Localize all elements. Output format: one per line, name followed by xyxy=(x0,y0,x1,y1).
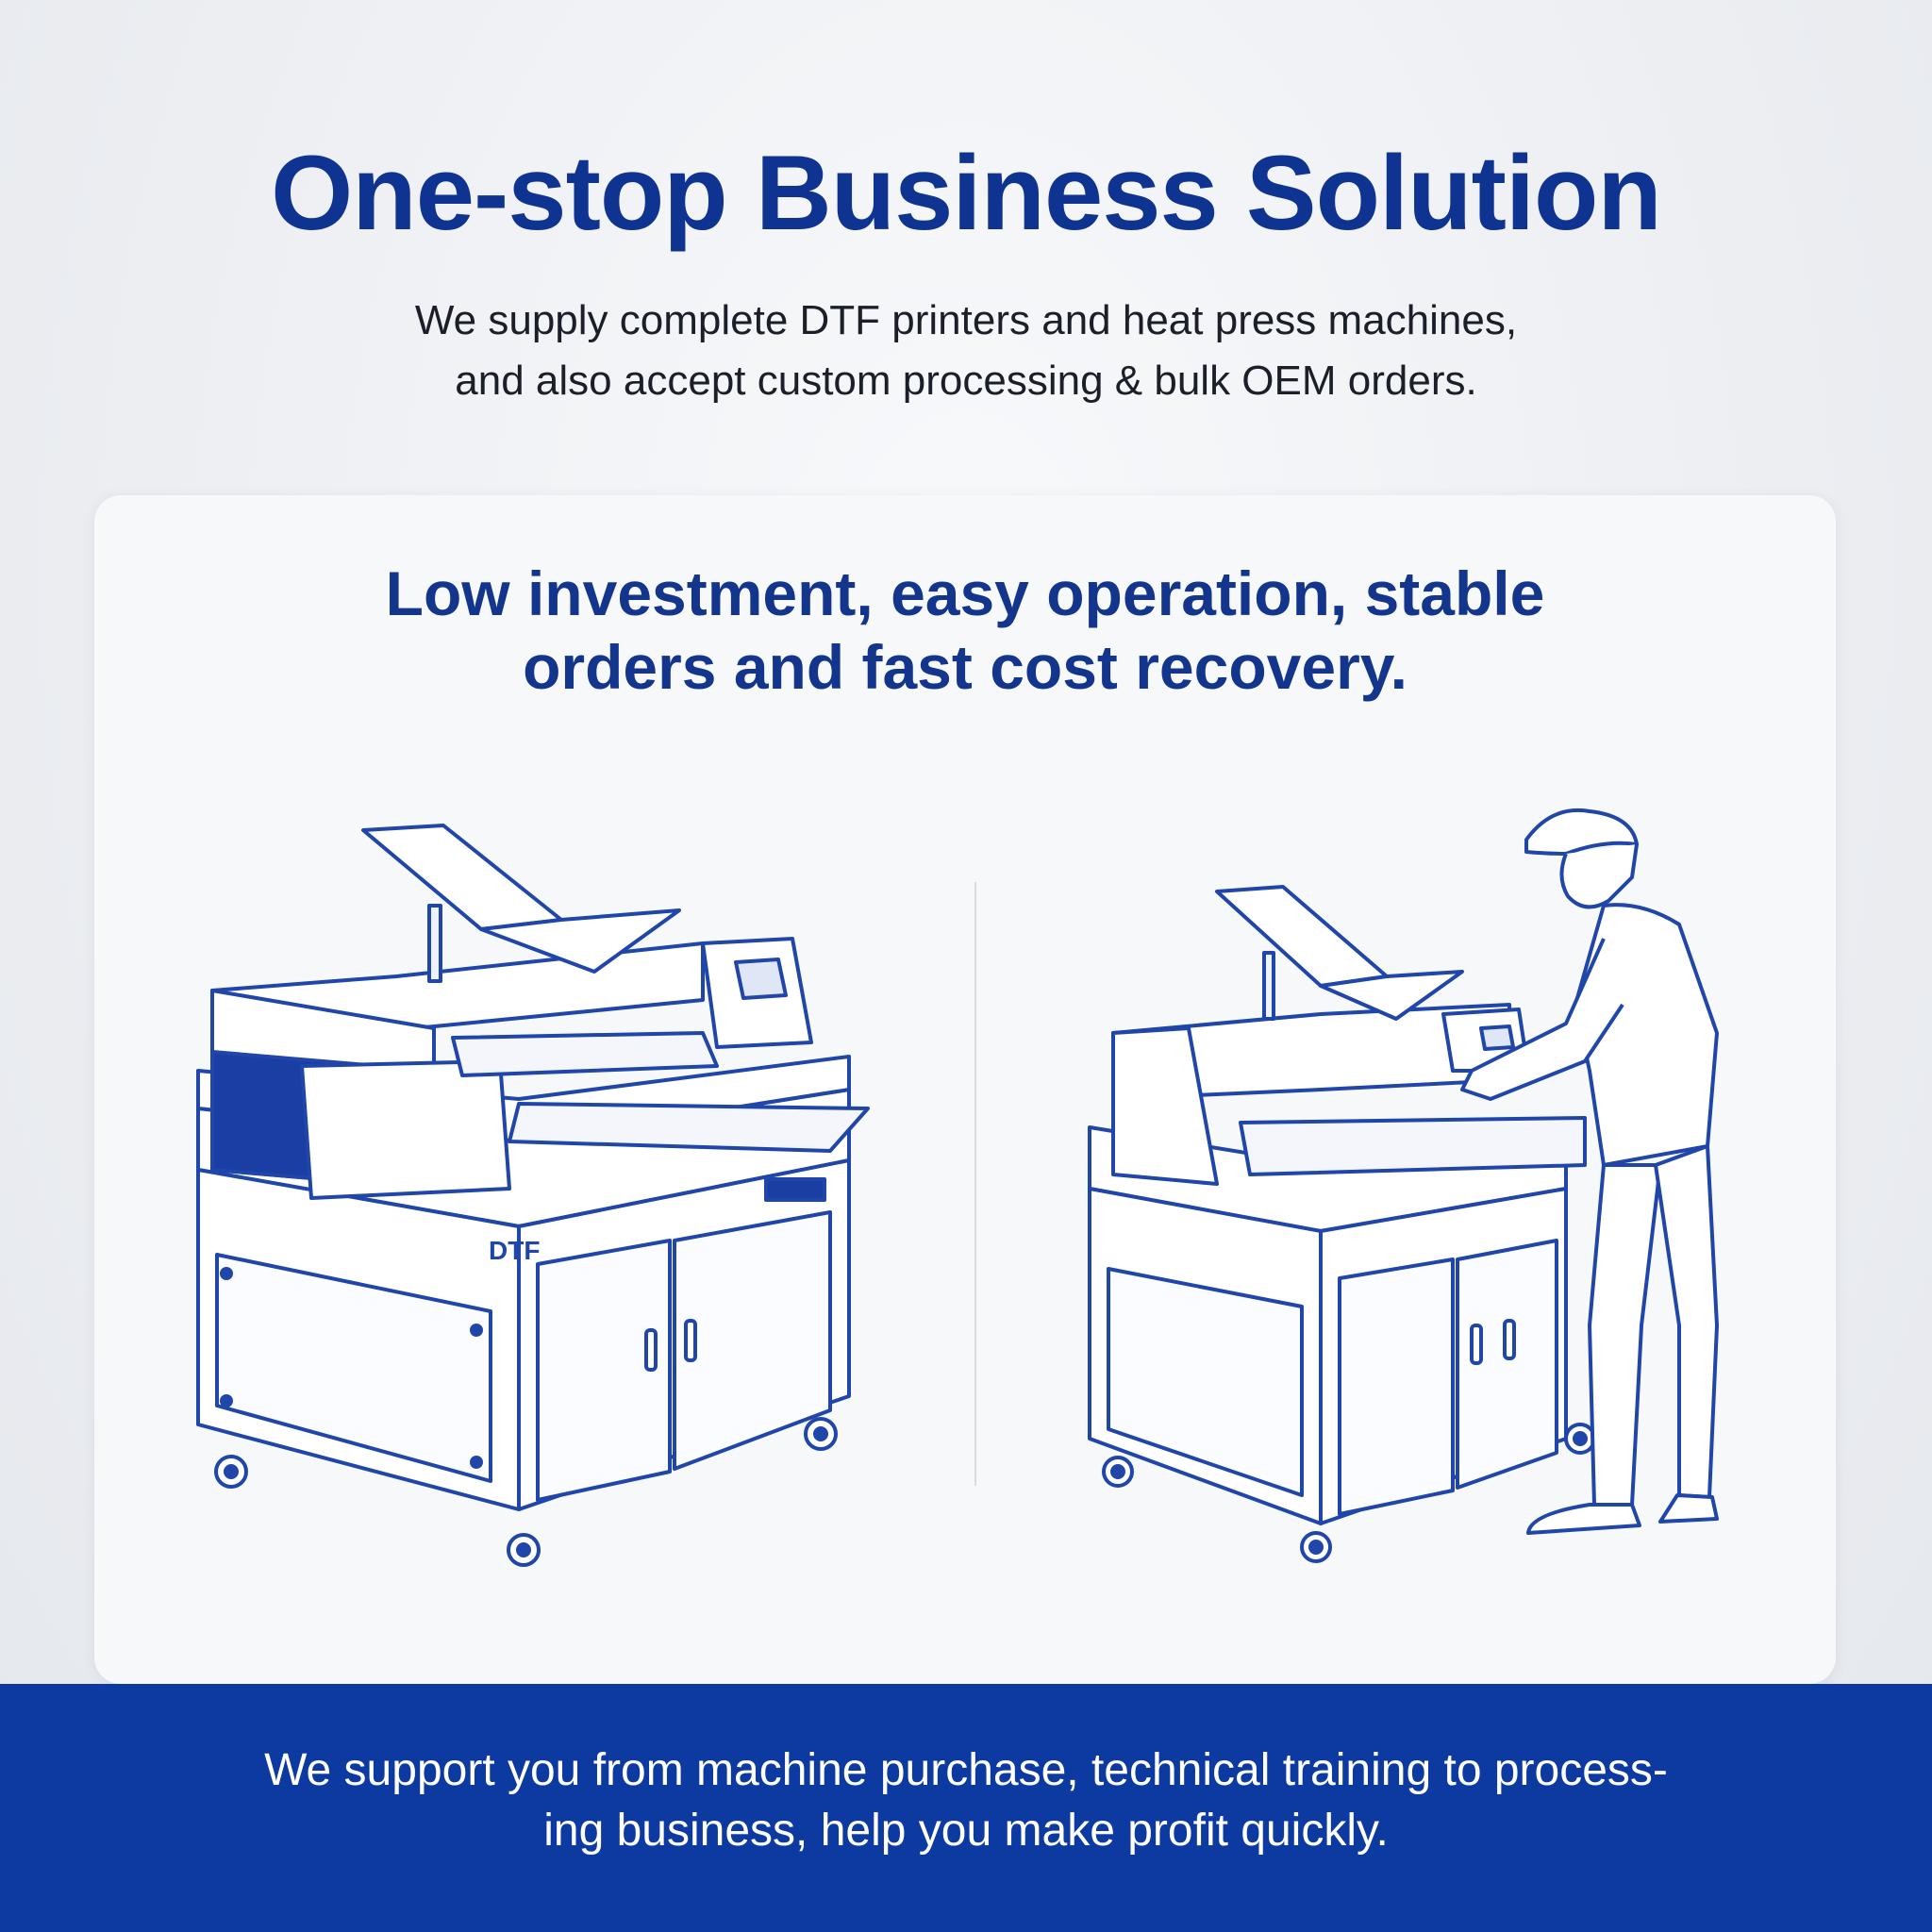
card-divider xyxy=(974,882,976,1486)
operator-machine-illustration xyxy=(1088,808,1719,1563)
dtf-machine-illustration: DTF xyxy=(196,824,870,1567)
machine-label: DTF xyxy=(489,1236,540,1265)
page-subtitle: We supply complete DTF printers and heat… xyxy=(0,291,1932,411)
page-title: One-stop Business Solution xyxy=(271,134,1662,252)
banner-line-2: ing business, help you make profit quick… xyxy=(543,1806,1389,1856)
card-tagline: Low investment, easy operation, stable o… xyxy=(94,557,1836,704)
subtitle-line-2: and also accept custom processing & bulk… xyxy=(455,358,1477,404)
footer-banner xyxy=(0,1684,1932,1932)
tagline-line-2: orders and fast cost recovery. xyxy=(523,632,1407,702)
banner-line-1: We support you from machine purchase, te… xyxy=(264,1745,1668,1795)
subtitle-line-1: We supply complete DTF printers and heat… xyxy=(414,297,1518,343)
tagline-line-1: Low investment, easy operation, stable xyxy=(385,558,1545,628)
banner-text: We support you from machine purchase, te… xyxy=(0,1740,1932,1861)
